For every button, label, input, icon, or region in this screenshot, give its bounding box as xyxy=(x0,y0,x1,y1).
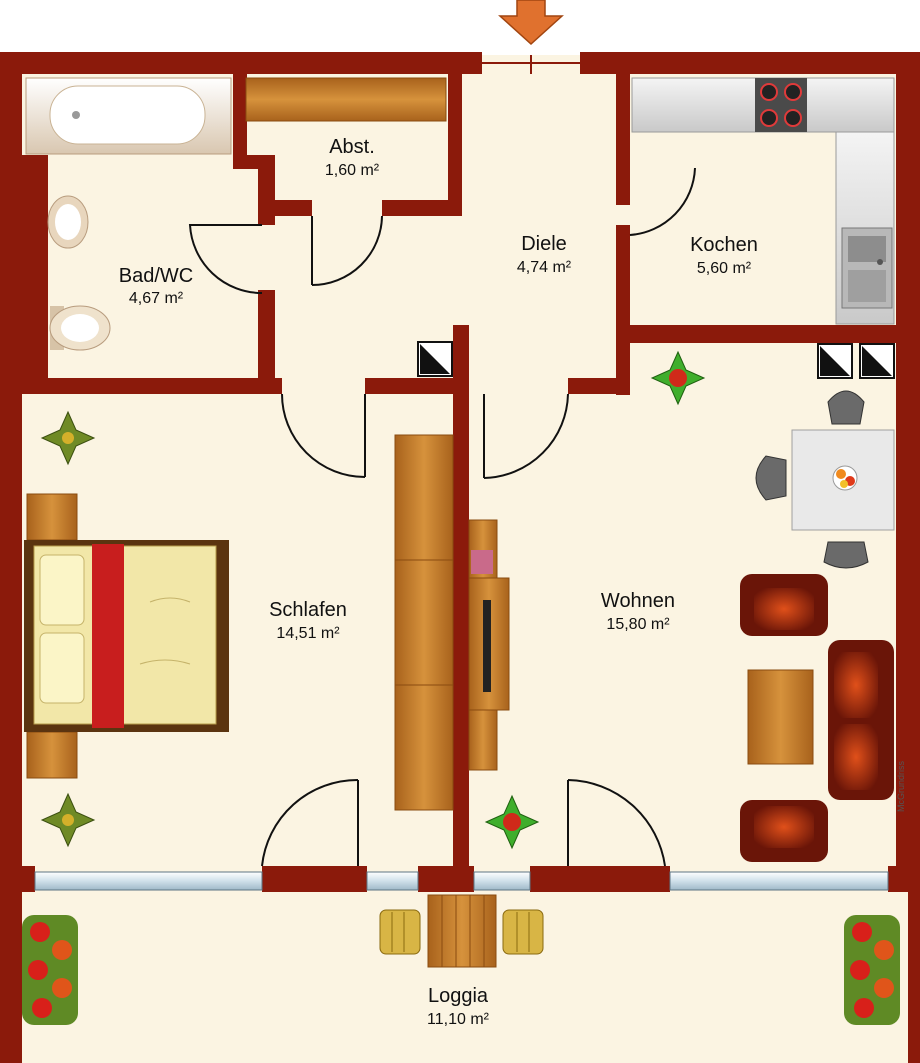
room-label-abst: Abst. xyxy=(329,136,375,158)
room-label-loggia: Loggia xyxy=(427,985,489,1007)
room-area-loggia: 11,10 m² xyxy=(427,1011,489,1028)
toilet-icon xyxy=(49,305,111,351)
room-label-bad: Bad/WC xyxy=(118,265,194,287)
walls xyxy=(0,52,920,1063)
armchairs xyxy=(740,574,828,862)
loggia-table xyxy=(427,894,497,968)
entrance-arrow-icon xyxy=(498,0,564,46)
room-area-abst: 1,60 m² xyxy=(324,162,380,179)
door-swings xyxy=(188,167,696,867)
room-label-schlafen: Schlafen xyxy=(269,599,347,621)
room-label-kochen: Kochen xyxy=(690,234,758,256)
credit-label: McGrundriss xyxy=(896,760,906,812)
windows xyxy=(34,871,889,891)
plant-icon xyxy=(40,350,706,850)
chimney-icon xyxy=(417,341,895,379)
room-area-kochen: 5,60 m² xyxy=(696,260,752,277)
coffee-table xyxy=(747,669,814,765)
entrance-door xyxy=(482,55,580,74)
room-area-wohnen: 15,80 m² xyxy=(606,616,670,633)
nightstand xyxy=(26,493,78,779)
dining-chairs xyxy=(755,390,869,569)
sofa xyxy=(828,640,894,800)
room-label-diele: Diele xyxy=(521,233,567,255)
room-area-bad: 4,67 m² xyxy=(128,290,184,307)
bed xyxy=(24,540,229,732)
room-label-wohnen: Wohnen xyxy=(600,590,676,612)
flower-pot-icon xyxy=(22,915,900,1025)
bathtub-icon xyxy=(25,77,232,155)
stove-icon xyxy=(755,78,807,132)
sink-icon xyxy=(47,195,89,249)
fruit-bowl-icon xyxy=(832,465,858,491)
tv-cabinet xyxy=(468,519,510,771)
room-area-diele: 4,74 m² xyxy=(516,259,572,276)
storage-shelf xyxy=(245,77,447,122)
room-area-schlafen: 14,51 m² xyxy=(276,625,340,642)
wardrobe xyxy=(394,434,454,811)
kitchen-sink-icon xyxy=(841,227,893,309)
loggia-chairs xyxy=(379,909,544,955)
